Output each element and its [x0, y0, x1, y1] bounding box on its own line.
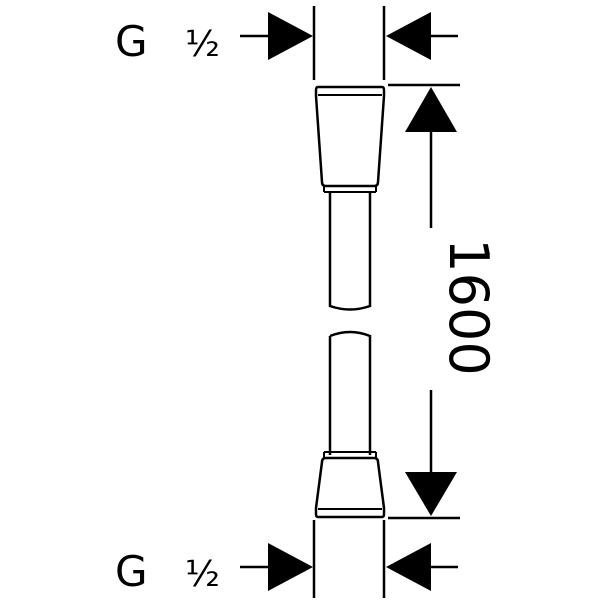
bottom-connector-nut — [314, 456, 386, 519]
length-bottom-arrow-head — [405, 472, 457, 516]
bottom-thread-letter: G — [115, 547, 148, 596]
top-right-arrow-head — [386, 12, 431, 60]
bottom-thread-dimension: G ½ — [115, 520, 458, 598]
length-top-arrow-head — [405, 87, 457, 132]
bottom-right-arrow-head — [386, 543, 431, 591]
bottom-left-arrow-head — [268, 543, 313, 591]
length-dimension: 1600 — [388, 83, 500, 520]
shower-hose — [314, 85, 386, 519]
bottom-thread-size: ½ — [185, 554, 220, 595]
top-connector-nut — [314, 85, 386, 188]
top-thread-letter: G — [115, 17, 148, 66]
top-thread-dimension: G ½ — [115, 6, 458, 80]
hose-lower-segment — [328, 330, 372, 455]
hose-upper-segment — [328, 192, 372, 311]
top-thread-size: ½ — [185, 24, 220, 65]
length-label: 1600 — [437, 238, 500, 375]
top-left-arrow-head — [268, 12, 313, 60]
